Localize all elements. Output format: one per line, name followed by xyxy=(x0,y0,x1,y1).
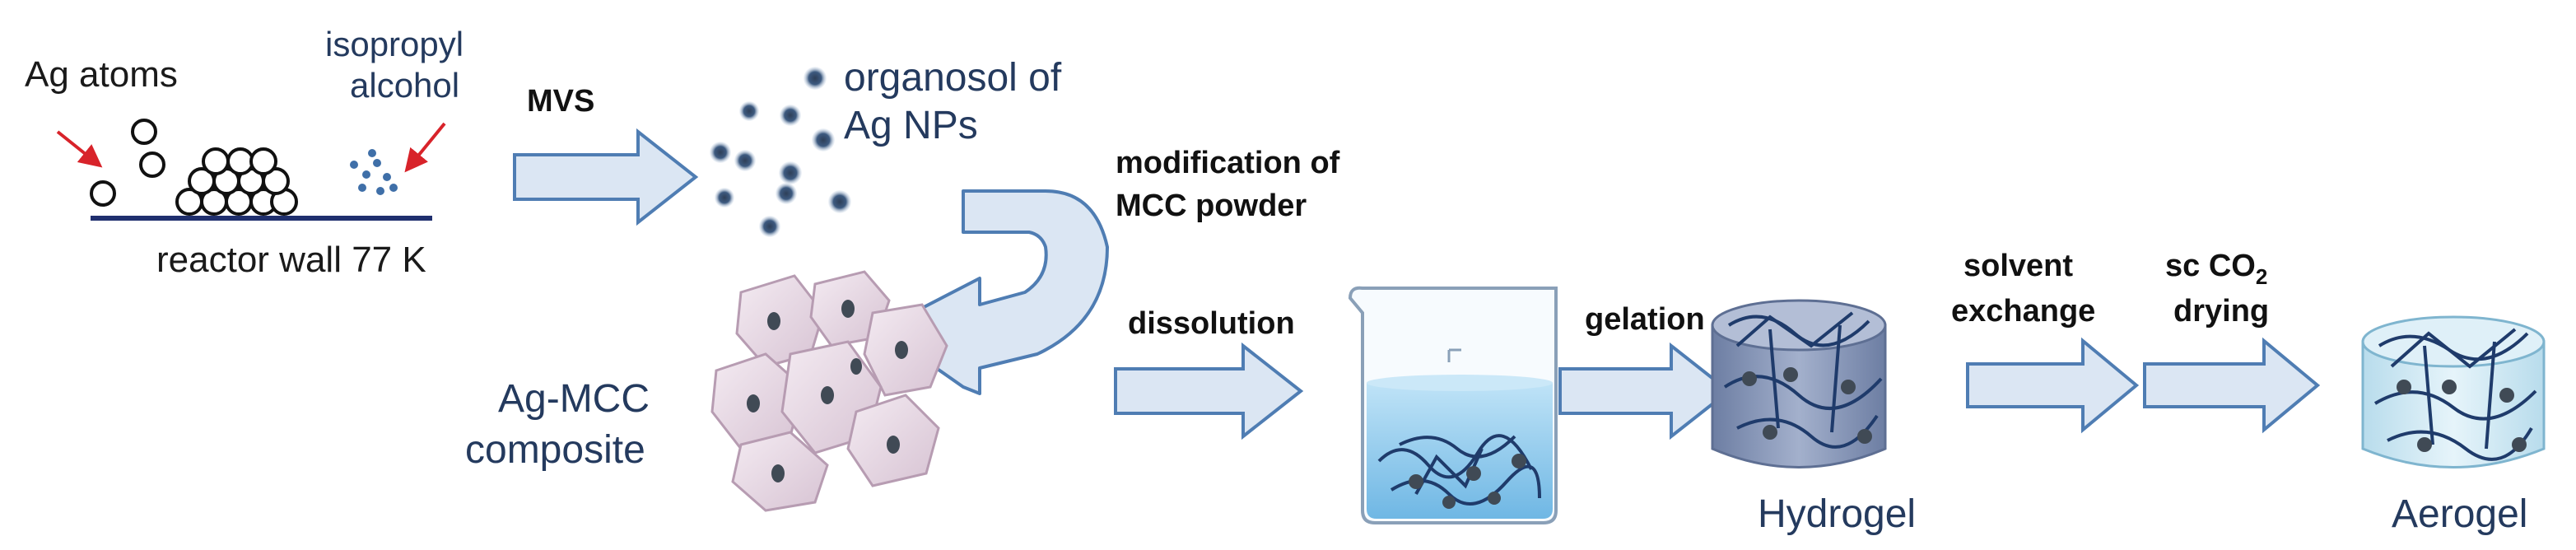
alcohol-label: alcohol xyxy=(350,66,459,105)
mvs-label: MVS xyxy=(527,84,594,119)
isopropyl-label: isopropyl xyxy=(325,25,463,63)
gelation-label: gelation xyxy=(1585,302,1705,337)
dissolution-label: dissolution xyxy=(1128,306,1295,341)
sc-co2-drying-arrow xyxy=(2143,337,2321,434)
ag-mcc-nanoparticles xyxy=(747,300,908,482)
alcohol-arrow xyxy=(404,122,446,173)
hydrogel-fibers xyxy=(1723,311,1883,449)
reactor-wall-label: reactor wall 77 K xyxy=(156,240,426,280)
mvs-arrow xyxy=(513,128,699,226)
hydrogel-label: Hydrogel xyxy=(1758,492,1916,536)
ag-mcc-label-line1: Ag-MCC xyxy=(498,377,650,421)
ag-atoms-label: Ag atoms xyxy=(25,54,178,95)
ag-nanoparticles xyxy=(710,67,851,237)
reactor-wall xyxy=(91,216,432,221)
beaker xyxy=(1348,286,1558,524)
hydrogel-cylinder xyxy=(1711,299,1887,468)
dissolution-arrow xyxy=(1114,342,1304,440)
ag-atom-circles xyxy=(90,119,298,216)
ag-mcc-label-line2: composite xyxy=(465,428,645,472)
beaker-nanoparticles xyxy=(1409,454,1526,509)
sc-co2-label: sc CO2 xyxy=(2165,249,2267,289)
aerogel-nanoparticles xyxy=(2397,380,2527,452)
gelation-arrow xyxy=(1558,342,1732,440)
ag-atoms-arrow xyxy=(56,130,103,168)
solvent-label-line2: exchange xyxy=(1951,294,2095,329)
solvent-exchange-arrow xyxy=(1966,337,2140,434)
modification-label-line1: modification of xyxy=(1116,146,1340,180)
drying-label: drying xyxy=(2173,294,2269,329)
aerogel-cylinder xyxy=(2361,315,2546,468)
alcohol-droplets xyxy=(350,149,398,195)
organosol-label-line2: Ag NPs xyxy=(844,104,978,147)
organosol-label-line1: organosol of xyxy=(844,56,1062,100)
aerogel-label: Aerogel xyxy=(2392,492,2527,536)
hydrogel-nanoparticles xyxy=(1742,367,1872,444)
solvent-label-line1: solvent xyxy=(1963,249,2073,283)
modification-label-line2: MCC powder xyxy=(1116,189,1307,223)
